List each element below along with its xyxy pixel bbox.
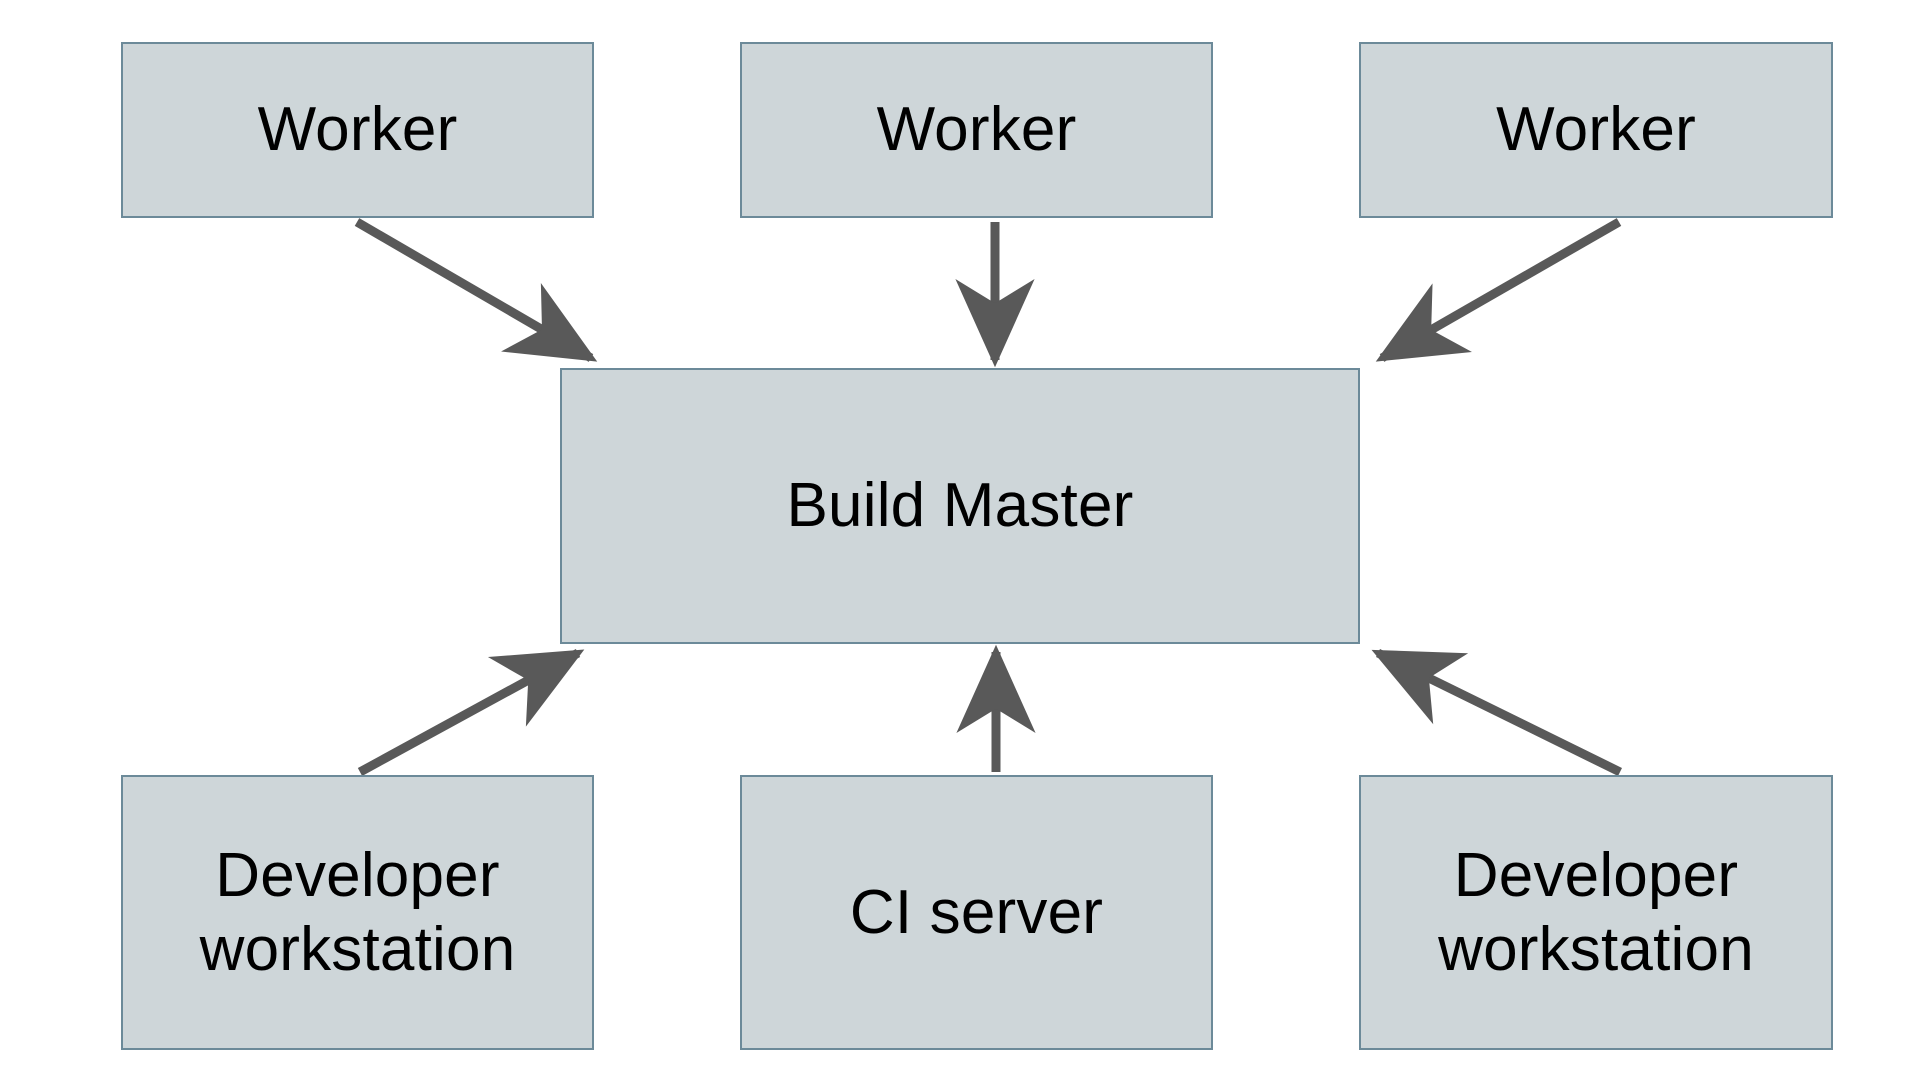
node-build-master[interactable]: Build Master [560,368,1360,644]
node-developer-workstation-left[interactable]: Developer workstation [121,775,594,1050]
edge-worker-1-to-master [354,218,598,362]
node-worker-3[interactable]: Worker [1359,42,1833,218]
node-ci-server-label: CI server [849,877,1104,947]
node-worker-3-label: Worker [1496,95,1696,165]
edge-worker-3-to-master [1375,218,1622,362]
node-worker-1-label: Worker [257,95,458,165]
node-worker-2-label: Worker [876,95,1077,165]
node-developer-workstation-left-label: Developer workstation [199,841,516,984]
edge-dev-right-to-master [1371,648,1622,777]
node-worker-1[interactable]: Worker [121,42,594,218]
node-developer-workstation-right-label: Developer workstation [1438,841,1754,984]
node-ci-server[interactable]: CI server [740,775,1213,1050]
node-developer-workstation-right[interactable]: Developer workstation [1359,775,1833,1050]
edge-dev-left-to-master [357,649,585,776]
node-build-master-label: Build Master [786,471,1134,541]
node-worker-2[interactable]: Worker [740,42,1213,218]
